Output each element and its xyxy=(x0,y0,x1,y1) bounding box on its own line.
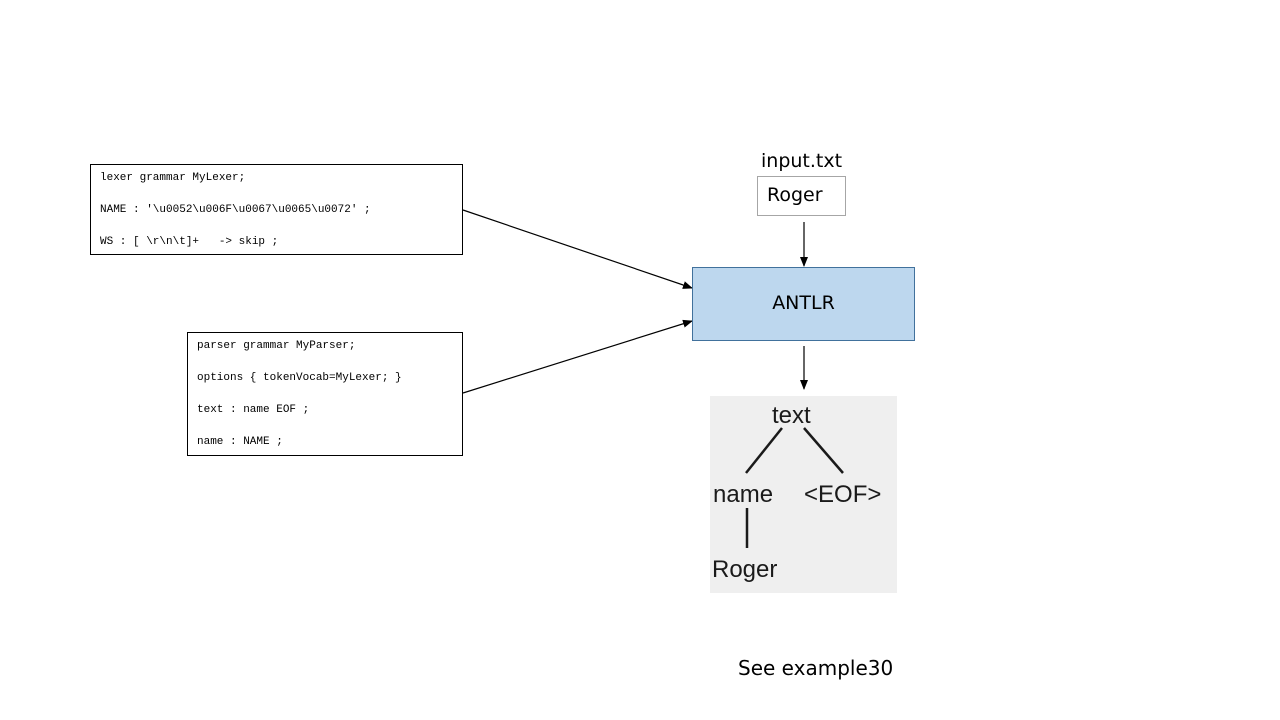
tree-node-name: name xyxy=(713,481,774,508)
tree-node-eof: <EOF> xyxy=(804,481,882,508)
parser-grammar-box: parser grammar MyParser; options { token… xyxy=(187,332,463,456)
parser-grammar-line: parser grammar MyParser; xyxy=(197,340,356,352)
lexer-grammar-line: NAME : '\u0052\u006F\u0067\u0065\u0072' … xyxy=(100,204,371,216)
lexer-grammar-line: WS : [ \r\n\t]+ -> skip ; xyxy=(100,236,279,248)
tree-node-leaf: Roger xyxy=(712,556,778,583)
footer-note: See example30 xyxy=(738,656,894,680)
parse-tree-panel: text name <EOF> Roger xyxy=(710,396,897,593)
lexer-grammar-box: lexer grammar MyLexer; NAME : '\u0052\u0… xyxy=(90,164,463,255)
input-file-content: Roger xyxy=(767,184,823,206)
parser-to-antlr-arrow xyxy=(462,319,693,394)
input-file-label: input.txt xyxy=(761,150,843,172)
parser-grammar-line: name : NAME ; xyxy=(197,436,283,448)
lexer-to-antlr-arrow xyxy=(462,209,693,289)
antlr-tool-box: ANTLR xyxy=(692,267,915,341)
parser-grammar-line: text : name EOF ; xyxy=(197,404,310,416)
tree-edge xyxy=(745,427,783,474)
lexer-grammar-line: lexer grammar MyLexer; xyxy=(100,172,246,184)
antlr-tool-label: ANTLR xyxy=(772,292,835,314)
tree-node-root: text xyxy=(772,402,811,429)
parser-grammar-line: options { tokenVocab=MyLexer; } xyxy=(197,372,402,384)
input-file-box: Roger xyxy=(757,176,846,216)
tree-edge xyxy=(803,427,844,474)
parse-tree-edges xyxy=(745,427,844,548)
